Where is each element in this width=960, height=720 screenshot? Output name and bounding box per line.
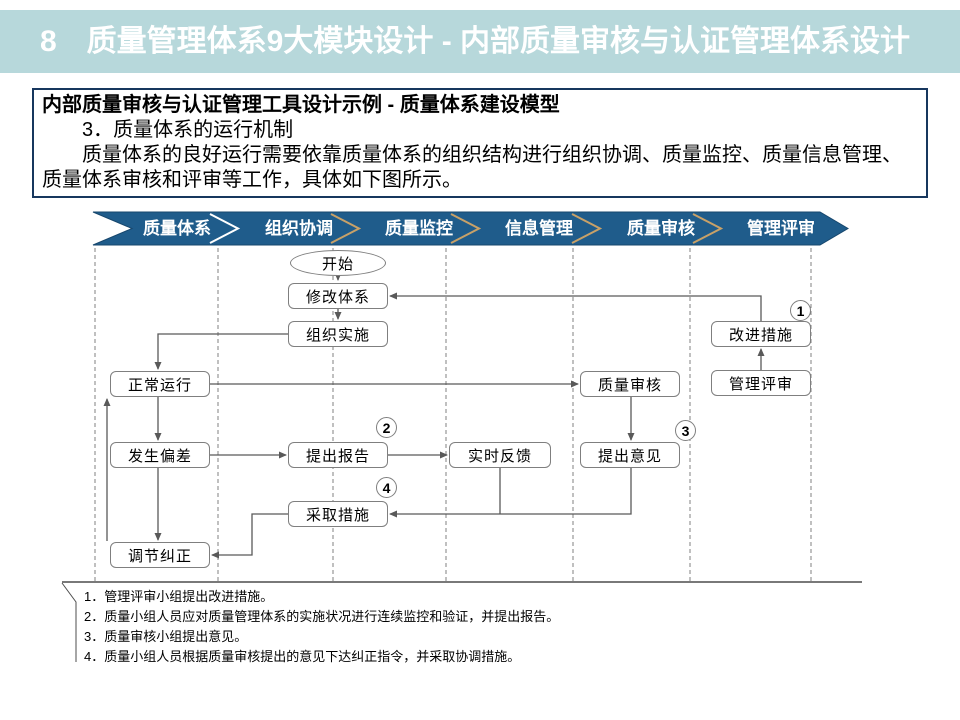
- flow-node-implement: 组织实施: [288, 321, 388, 347]
- flow-node-take-measures: 采取措施: [288, 501, 388, 527]
- flow-node-submit-report: 提出报告: [288, 442, 388, 468]
- badge-1: 1: [790, 300, 811, 321]
- lane-label-quality-monitor: 质量监控: [385, 219, 453, 238]
- badge-4: 4: [376, 477, 397, 498]
- flow-node-modify-system: 修改体系: [288, 283, 388, 309]
- flow-node-quality-audit: 质量审核: [580, 371, 680, 397]
- badge-3: 3: [675, 420, 696, 441]
- process-arrow-band: [92, 211, 849, 246]
- intro-heading: 内部质量审核与认证管理工具设计示例 - 质量体系建设模型: [42, 94, 560, 116]
- flow-node-mgmt-review: 管理评审: [711, 370, 811, 396]
- notes-bracket: [61, 582, 77, 662]
- intro-body-line1: 质量体系的良好运行需要依靠质量体系的组织结构进行组织协调、质量监控、质量信息管理…: [42, 144, 902, 166]
- flow-node-deviation: 发生偏差: [110, 442, 210, 468]
- intro-body-line2: 质量体系审核和评审等工作，具体如下图所示。: [42, 169, 462, 191]
- flow-node-realtime-feedback: 实时反馈: [449, 442, 551, 468]
- lane-label-quality-audit: 质量审核: [627, 219, 695, 238]
- footnote-1: 1．管理评审小组提出改进措施。: [84, 589, 274, 604]
- intro-panel: 内部质量审核与认证管理工具设计示例 - 质量体系建设模型 3．质量体系的运行机制…: [32, 88, 928, 198]
- lane-label-mgmt-review: 管理评审: [747, 219, 815, 238]
- footnote-4: 4．质量小组人员根据质量审核提出的意见下达纠正指令，并采取协调措施。: [84, 649, 521, 664]
- lane-label-info-management: 信息管理: [505, 219, 573, 238]
- flow-node-improve-measures: 改进措施: [711, 321, 811, 347]
- swimlane-dashed-lines: [94, 248, 812, 581]
- flow-node-adjust-correct: 调节纠正: [110, 542, 210, 568]
- badge-2: 2: [376, 417, 397, 438]
- band-chevron-separators: [209, 213, 724, 244]
- footnote-2: 2．质量小组人员应对质量管理体系的实施状况进行连续监控和验证，并提出报告。: [84, 609, 560, 624]
- lane-label-quality-system: 质量体系: [143, 219, 211, 238]
- footnote-3: 3．质量审核小组提出意见。: [84, 629, 248, 644]
- flow-node-normal-operation: 正常运行: [110, 371, 210, 397]
- lane-label-org-coordination: 组织协调: [265, 219, 333, 238]
- slide-title: 8 质量管理体系9大模块设计 - 内部质量审核与认证管理体系设计: [40, 25, 911, 58]
- intro-subheading: 3．质量体系的运行机制: [42, 119, 294, 141]
- flow-node-propose-opinion: 提出意见: [580, 442, 680, 468]
- flow-connectors: [103, 273, 765, 559]
- header-band: 8 质量管理体系9大模块设计 - 内部质量审核与认证管理体系设计: [0, 10, 960, 73]
- footnotes: 1．管理评审小组提出改进措施。 2．质量小组人员应对质量管理体系的实施状况进行连…: [84, 587, 559, 667]
- flow-node-start: 开始: [290, 250, 386, 276]
